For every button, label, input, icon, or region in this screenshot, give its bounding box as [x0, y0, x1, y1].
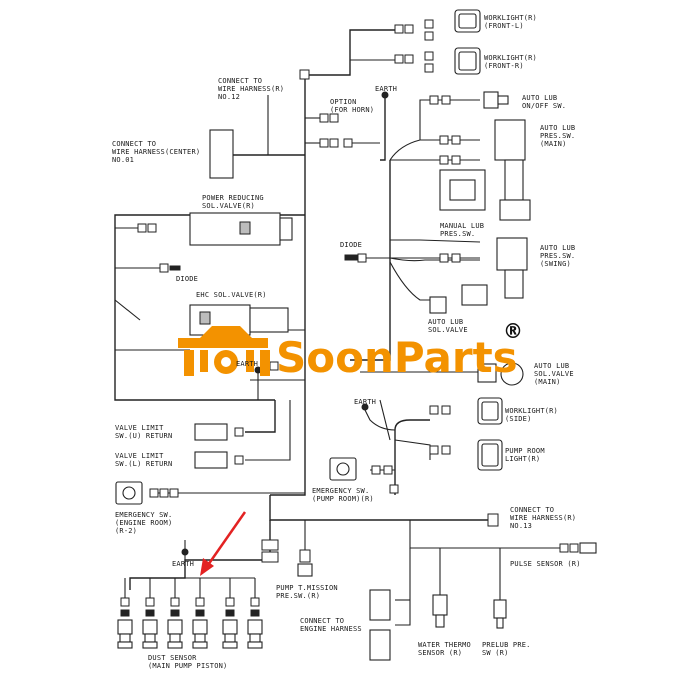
label-dust-sensor-line-2: (MAIN PUMP PISTON) [148, 662, 227, 670]
label-connect-no12-line-3: NO.12 [218, 93, 240, 101]
label-valve-limit-u-line-2: SW.(U) RETURN [115, 432, 172, 440]
label-auto-lub-pres-swing-line-3: (SWING) [540, 260, 571, 268]
label-auto-lub-sol-valve-line-1: AUTO LUB [428, 318, 463, 326]
label-option-horn-line-1: OPTION [330, 98, 357, 106]
label-worklight-side-line-2: (SIDE) [505, 415, 532, 423]
connectors [137, 19, 579, 563]
dust-sensor-group [117, 578, 263, 649]
label-auto-lub-pres-main-line-3: (MAIN) [540, 140, 567, 148]
dust-sensor [142, 578, 158, 649]
label-diode-left: DIODE [176, 275, 198, 283]
label-layer: WORKLIGHT(R)(FRONT-L)WORKLIGHT(R)(FRONT-… [112, 14, 581, 670]
label-connect-no13-line-1: CONNECT TO [510, 506, 554, 514]
label-pump-room-light-line-2: LIGHT(R) [505, 455, 540, 463]
label-water-thermo-line-1: WATER THERMO [418, 641, 471, 649]
label-power-reducing-line-2: SOL.VALVE(R) [202, 202, 255, 210]
label-valve-limit-u-line-1: VALVE LIMIT [115, 424, 164, 432]
label-auto-lub-sol-valve-main-line-2: SOL.VALVE [534, 370, 574, 378]
label-emergency-engine-line-1: EMERGENCY SW. [115, 511, 172, 519]
label-worklight-fl-line-1: WORKLIGHT(R) [484, 14, 537, 22]
label-connect-engine-line-2: ENGINE HARNESS [300, 625, 362, 633]
label-connect-no13-line-2: WIRE HARNESS(R) [510, 514, 576, 522]
label-connect-no13-line-3: NO.13 [510, 522, 532, 530]
label-emergency-pump-line-2: (PUMP ROOM)(R) [312, 495, 374, 503]
label-connect-no12-line-1: CONNECT TO [218, 77, 262, 85]
registered-mark: ® [503, 319, 523, 343]
label-earth-right: EARTH [354, 398, 376, 406]
label-option-horn-line-2: (FOR HORN) [330, 106, 374, 114]
dust-sensor [117, 578, 133, 649]
label-diode-right: DIODE [340, 241, 362, 249]
label-earth-mid: EARTH [236, 360, 258, 368]
label-auto-lub-pres-main-line-1: AUTO LUB [540, 124, 575, 132]
label-auto-lub-sol-valve-line-2: SOL.VALVE [428, 326, 468, 334]
label-auto-lub-pres-swing-line-2: PRES.SW. [540, 252, 575, 260]
label-auto-lub-onoff-line-1: AUTO LUB [522, 94, 557, 102]
label-worklight-side-line-1: WORKLIGHT(R) [505, 407, 558, 415]
label-manual-lub-line-1: MANUAL LUB [440, 222, 484, 230]
label-connect-engine-line-1: CONNECT TO [300, 617, 344, 625]
label-pump-room-light-line-1: PUMP ROOM [505, 447, 545, 455]
gear-icon [178, 326, 270, 376]
label-connect-no12-line-2: WIRE HARNESS(R) [218, 85, 284, 93]
label-valve-limit-l-line-2: SW.(L) RETURN [115, 460, 172, 468]
label-ehc-valve: EHC SOL.VALVE(R) [196, 291, 267, 299]
soonparts-logo: SoonParts ® [178, 319, 523, 382]
label-worklight-fl-line-2: (FRONT-L) [484, 22, 524, 30]
label-emergency-engine-line-3: (R-2) [115, 527, 137, 535]
label-auto-lub-sol-valve-main-line-3: (MAIN) [534, 378, 561, 386]
label-power-reducing-line-1: POWER REDUCING [202, 194, 264, 202]
label-auto-lub-sol-valve-main-line-1: AUTO LUB [534, 362, 569, 370]
label-earth-top: EARTH [375, 85, 397, 93]
label-earth-bottom: EARTH [172, 560, 194, 568]
label-worklight-fr-line-2: (FRONT-R) [484, 62, 524, 70]
dust-sensor [192, 578, 208, 649]
earth-symbols [181, 91, 389, 556]
label-auto-lub-onoff-line-2: ON/OFF SW. [522, 102, 566, 110]
label-worklight-fr-line-1: WORKLIGHT(R) [484, 54, 537, 62]
label-manual-lub-line-2: PRES.SW. [440, 230, 475, 238]
label-prelub-pre-line-1: PRELUB PRE. [482, 641, 531, 649]
label-valve-limit-l-line-1: VALVE LIMIT [115, 452, 164, 460]
dust-sensor [167, 578, 183, 649]
label-connect-center-line-1: CONNECT TO [112, 140, 156, 148]
label-connect-center-line-2: WIRE HARNESS(CENTER) [112, 148, 200, 156]
dust-sensor [247, 578, 263, 649]
highlight-arrow [200, 511, 247, 576]
label-auto-lub-pres-main-line-2: PRES.SW. [540, 132, 575, 140]
label-auto-lub-pres-swing-line-1: AUTO LUB [540, 244, 575, 252]
brand-name: SoonParts [276, 333, 518, 382]
label-pulse-sensor: PULSE SENSOR (R) [510, 560, 581, 568]
label-emergency-engine-line-2: (ENGINE ROOM) [115, 519, 172, 527]
label-connect-center-line-3: NO.01 [112, 156, 134, 164]
label-pump-tmission-line-1: PUMP T.MISSION [276, 584, 338, 592]
label-water-thermo-line-2: SENSOR (R) [418, 649, 462, 657]
dust-sensor [222, 578, 238, 649]
label-prelub-pre-line-2: SW (R) [482, 649, 509, 657]
label-dust-sensor-line-1: DUST SENSOR [148, 654, 197, 662]
components [115, 9, 597, 661]
label-pump-tmission-line-2: PRE.SW.(R) [276, 592, 320, 600]
label-emergency-pump-line-1: EMERGENCY SW. [312, 487, 369, 495]
